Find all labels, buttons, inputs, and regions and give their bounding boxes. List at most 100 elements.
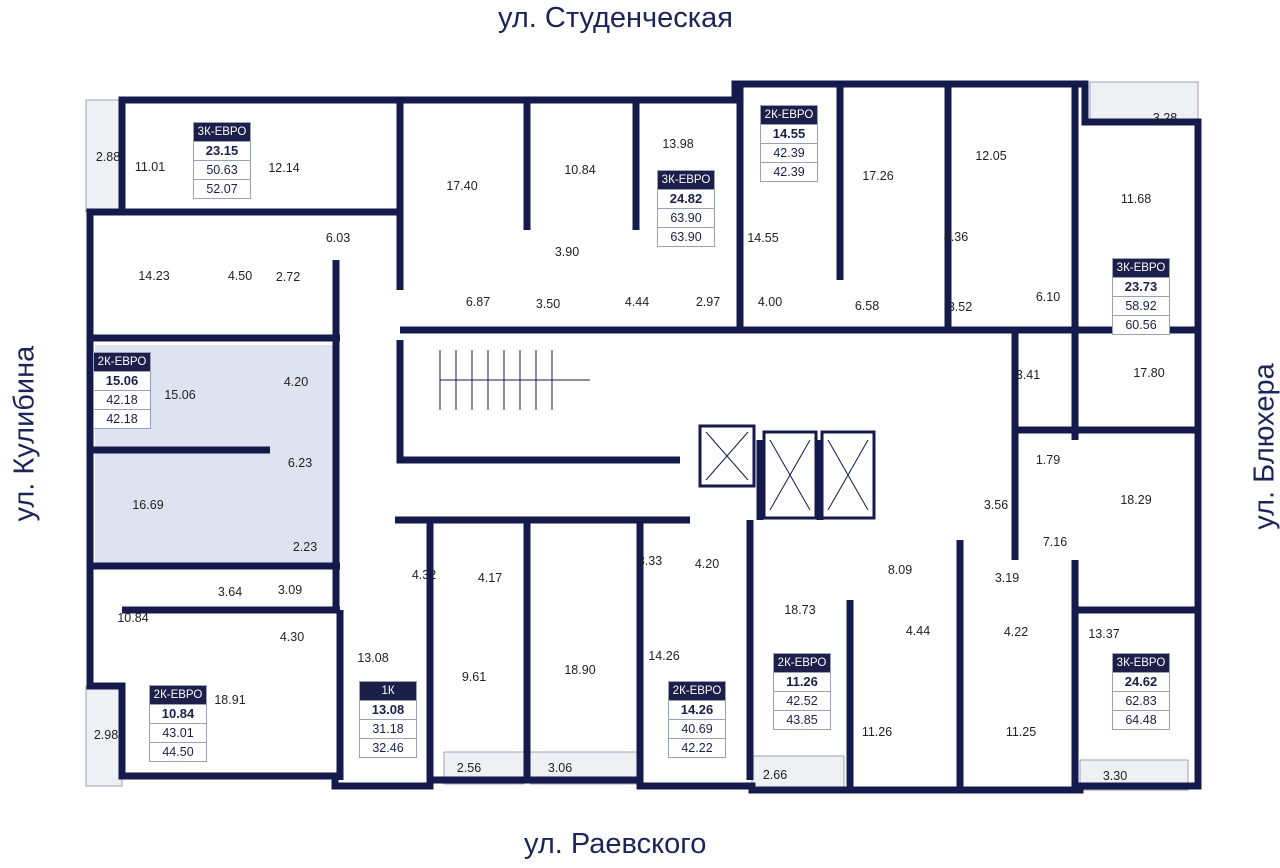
- room-area-label: 4.20: [694, 557, 720, 571]
- apartment-type: 3К-ЕВРО: [194, 123, 250, 141]
- room-area-label: 3.28: [1152, 111, 1178, 125]
- room-area-label: 3.41: [1015, 368, 1041, 382]
- total-area-with-balcony: 32.46: [360, 738, 416, 757]
- elevator: [820, 430, 876, 520]
- room-area-label: 3.56: [983, 498, 1009, 512]
- living-area: 24.82: [658, 189, 714, 208]
- living-area: 23.73: [1113, 277, 1169, 296]
- total-area-with-balcony: 44.50: [150, 742, 206, 761]
- apartment-type: 2К-ЕВРО: [150, 686, 206, 704]
- apartment-type: 2К-ЕВРО: [761, 106, 817, 124]
- living-area: 10.84: [150, 704, 206, 723]
- room-area-label: 2.97: [695, 295, 721, 309]
- total-area-with-balcony: 52.07: [194, 179, 250, 198]
- room-area-label: 2.23: [292, 540, 318, 554]
- room-area-label: 12.05: [975, 149, 1007, 163]
- room-area-label: 3.52: [947, 300, 973, 314]
- total-area: 42.52: [774, 691, 830, 710]
- room-area-label: 4.44: [905, 624, 931, 638]
- room-area-label: 4.44: [624, 295, 650, 309]
- apartment-type: 1К: [360, 682, 416, 700]
- room-area-label: 14.23: [138, 269, 170, 283]
- total-area-with-balcony: 42.22: [669, 738, 725, 757]
- room-area-label: 10.84: [117, 611, 149, 625]
- room-area-label: 18.29: [1120, 493, 1152, 507]
- elevator: [762, 430, 818, 520]
- living-area: 14.55: [761, 124, 817, 143]
- walls: [86, 80, 1202, 794]
- room-area-label: 18.73: [784, 603, 816, 617]
- living-area: 14.26: [669, 700, 725, 719]
- room-area-label: 18.90: [564, 663, 596, 677]
- room-area-label: 4.00: [757, 295, 783, 309]
- apartment-type: 2К-ЕВРО: [669, 682, 725, 700]
- room-area-label: 16.69: [132, 498, 164, 512]
- total-area: 63.90: [658, 208, 714, 227]
- room-area-label: 12.14: [268, 161, 300, 175]
- apartment-type: 2К-ЕВРО: [94, 353, 150, 371]
- room-area-label: 4.32: [411, 568, 437, 582]
- room-area-label: 2.98: [93, 728, 119, 742]
- room-area-label: 3.30: [1102, 769, 1128, 783]
- room-area-label: 8.09: [887, 563, 913, 577]
- total-area: 40.69: [669, 719, 725, 738]
- room-area-label: 3.33: [637, 554, 663, 568]
- total-area-with-balcony: 60.56: [1113, 315, 1169, 334]
- total-area: 31.18: [360, 719, 416, 738]
- apartment-type: 3К-ЕВРО: [1113, 259, 1169, 277]
- balcony: [1089, 81, 1199, 123]
- room-area-label: 3.90: [554, 245, 580, 259]
- street-label-top: ул. Студенческая: [498, 2, 733, 34]
- room-area-label: 4.36: [943, 230, 969, 244]
- room-area-label: 4.30: [279, 630, 305, 644]
- room-area-label: 11.25: [1005, 725, 1037, 739]
- total-area: 42.39: [761, 143, 817, 162]
- room-area-label: 2.72: [275, 270, 301, 284]
- living-area: 15.06: [94, 371, 150, 390]
- room-area-label: 17.80: [1133, 366, 1165, 380]
- elevator: [698, 424, 756, 488]
- apartment-type: 2К-ЕВРО: [774, 654, 830, 672]
- living-area: 11.26: [774, 672, 830, 691]
- room-area-label: 6.23: [287, 456, 313, 470]
- room-area-label: 3.09: [277, 583, 303, 597]
- room-area-label: 13.08: [357, 651, 389, 665]
- total-area: 43.01: [150, 723, 206, 742]
- room-area-label: 6.10: [1035, 290, 1061, 304]
- total-area: 58.92: [1113, 296, 1169, 315]
- room-area-label: 4.50: [227, 269, 253, 283]
- room-area-label: 6.58: [854, 299, 880, 313]
- room-area-label: 18.91: [214, 693, 246, 707]
- room-area-label: 4.20: [283, 375, 309, 389]
- living-area: 24.62: [1113, 672, 1169, 691]
- room-area-label: 11.68: [1120, 192, 1152, 206]
- room-area-label: 14.26: [648, 649, 680, 663]
- room-area-label: 4.17: [477, 571, 503, 585]
- room-area-label: 17.26: [862, 169, 894, 183]
- total-area: 42.18: [94, 390, 150, 409]
- apartment-type: 3К-ЕВРО: [1113, 654, 1169, 672]
- room-area-label: 1.79: [1035, 453, 1061, 467]
- room-area-label: 10.84: [564, 163, 596, 177]
- room-area-label: 9.61: [461, 670, 487, 684]
- total-area-with-balcony: 63.90: [658, 227, 714, 246]
- room-area-label: 2.66: [762, 768, 788, 782]
- room-area-label: 4.22: [1003, 625, 1029, 639]
- room-area-label: 15.06: [164, 388, 196, 402]
- street-label-bottom: ул. Раевского: [524, 828, 707, 860]
- room-area-label: 14.55: [747, 231, 779, 245]
- total-area: 62.83: [1113, 691, 1169, 710]
- room-area-label: 3.50: [535, 297, 561, 311]
- room-area-label: 3.64: [217, 585, 243, 599]
- room-area-label: 2.56: [456, 761, 482, 775]
